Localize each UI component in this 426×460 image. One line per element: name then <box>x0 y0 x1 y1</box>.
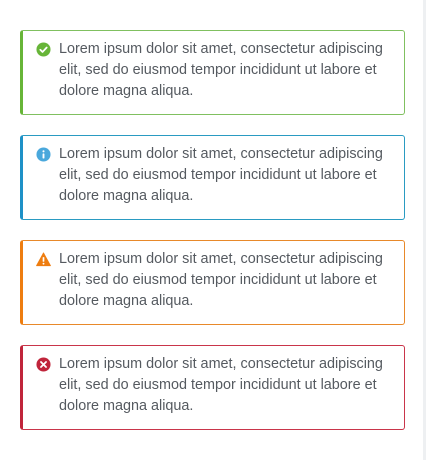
warning-triangle-icon <box>36 252 51 267</box>
check-circle-icon <box>36 42 51 57</box>
success-alert: Lorem ipsum dolor sit amet, consectetur … <box>20 30 405 115</box>
error-circle-icon <box>36 357 51 372</box>
warning-alert: Lorem ipsum dolor sit amet, consectetur … <box>20 240 405 325</box>
info-circle-icon <box>36 147 51 162</box>
warning-alert-message: Lorem ipsum dolor sit amet, consectetur … <box>59 251 383 309</box>
danger-alert: Lorem ipsum dolor sit amet, consectetur … <box>20 345 405 430</box>
info-alert-message: Lorem ipsum dolor sit amet, consectetur … <box>59 146 383 204</box>
info-alert: Lorem ipsum dolor sit amet, consectetur … <box>20 135 405 220</box>
page-right-border <box>423 0 426 460</box>
danger-alert-message: Lorem ipsum dolor sit amet, consectetur … <box>59 356 383 414</box>
success-alert-message: Lorem ipsum dolor sit amet, consectetur … <box>59 41 383 99</box>
